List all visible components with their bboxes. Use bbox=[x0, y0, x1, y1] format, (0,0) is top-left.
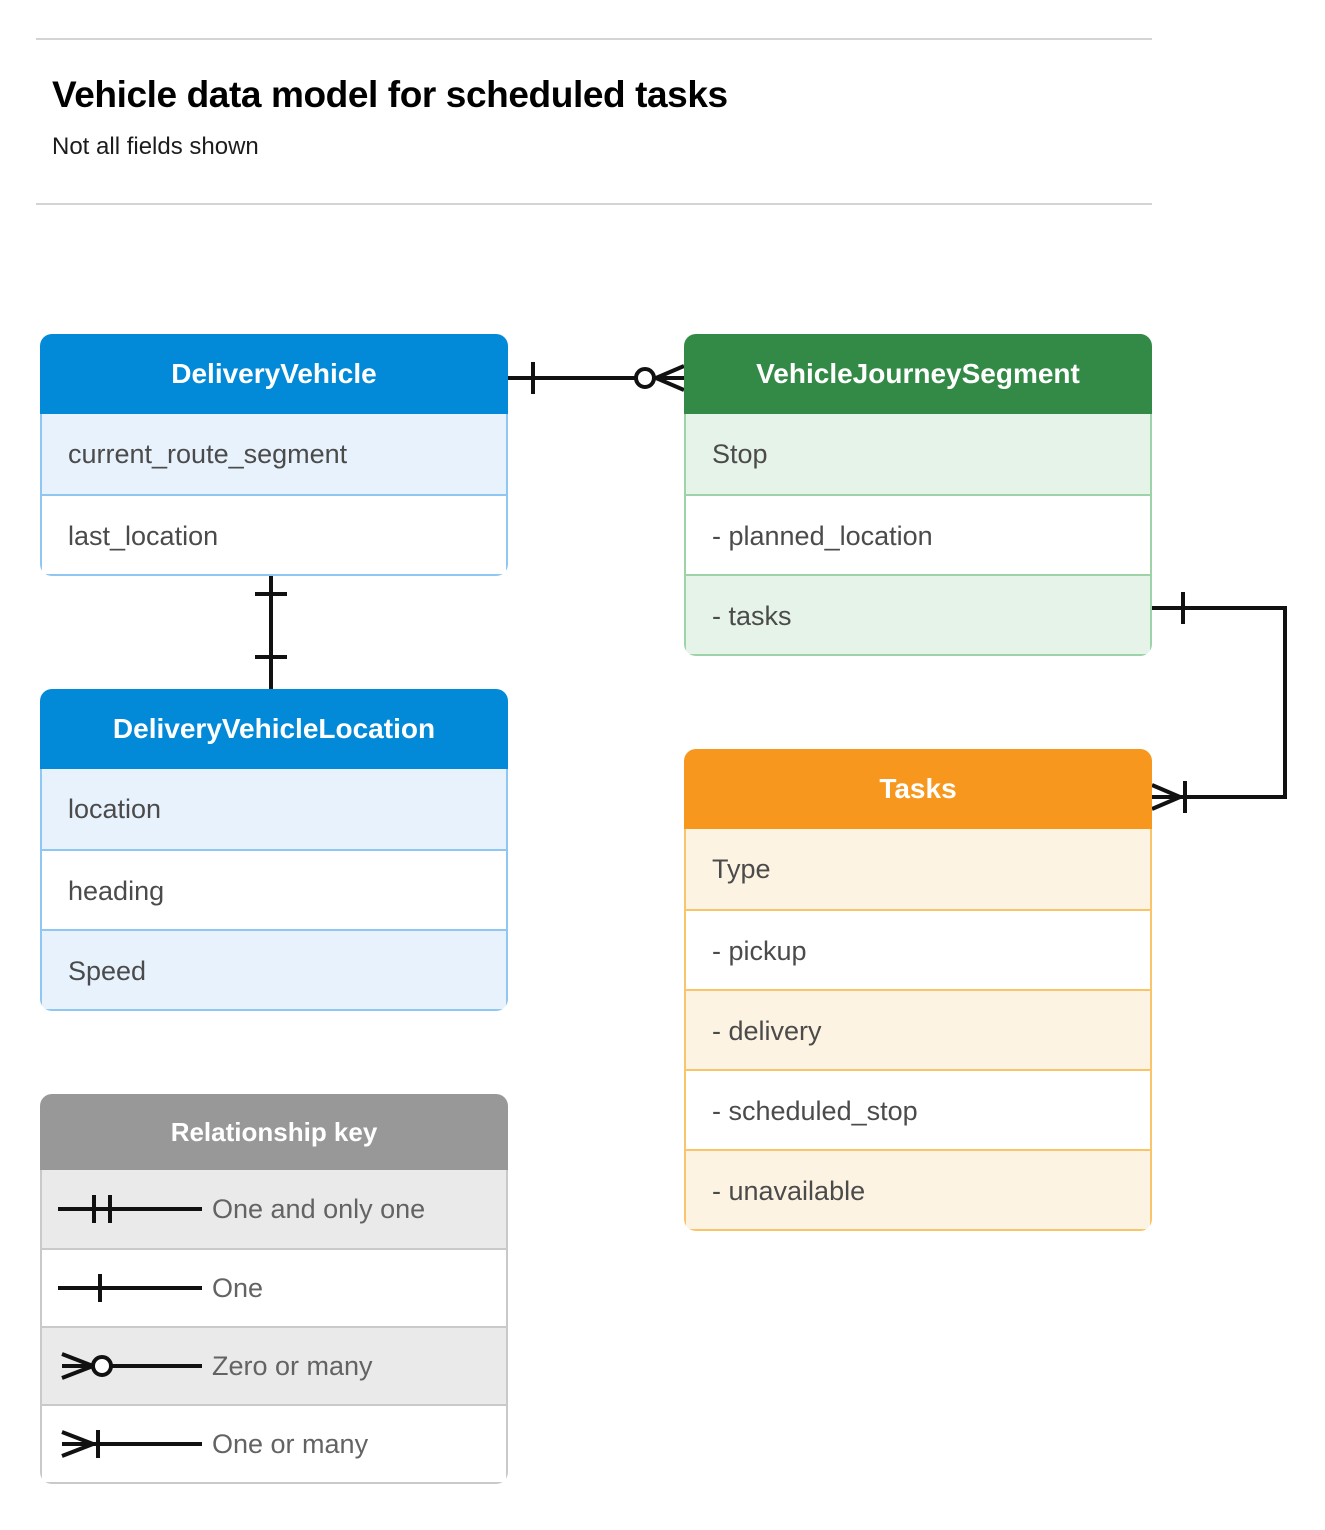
entity-tasks[interactable]: Tasks Type - pickup - delivery - schedul… bbox=[684, 749, 1152, 1231]
entity-header-tasks: Tasks bbox=[684, 749, 1152, 829]
cardinality-zero-circle-journey bbox=[634, 367, 656, 389]
entity-delivery-vehicle[interactable]: DeliveryVehicle current_route_segment la… bbox=[40, 334, 508, 576]
entity-field-stop: Stop bbox=[686, 414, 1150, 494]
entity-field-tasks: - tasks bbox=[686, 574, 1150, 654]
entity-field-speed: Speed bbox=[42, 929, 506, 1009]
legend-item-one-or-many: One or many bbox=[42, 1404, 506, 1482]
one-icon bbox=[42, 1268, 212, 1308]
entity-field-unavailable: - unavailable bbox=[686, 1149, 1150, 1229]
crowsfoot-tasks-b bbox=[1151, 795, 1181, 811]
page-title: Vehicle data model for scheduled tasks bbox=[52, 74, 728, 115]
entity-rows-delivery-vehicle-location: location heading Speed bbox=[40, 769, 508, 1011]
one-or-many-icon bbox=[42, 1424, 212, 1464]
entity-delivery-vehicle-location[interactable]: DeliveryVehicleLocation location heading… bbox=[40, 689, 508, 1011]
header-divider-bottom bbox=[36, 203, 1152, 205]
entity-field-location: location bbox=[42, 769, 506, 849]
entity-vehicle-journey-segment[interactable]: VehicleJourneySegment Stop - planned_loc… bbox=[684, 334, 1152, 656]
legend-label-zero-or-many: Zero or many bbox=[212, 1350, 373, 1381]
entity-field-type: Type bbox=[686, 829, 1150, 909]
crowsfoot-journey-b bbox=[655, 376, 685, 392]
entity-rows-tasks: Type - pickup - delivery - scheduled_sto… bbox=[684, 829, 1152, 1231]
entity-field-delivery: - delivery bbox=[686, 989, 1150, 1069]
entity-field-planned-location: - planned_location bbox=[686, 494, 1150, 574]
legend-title: Relationship key bbox=[40, 1094, 508, 1170]
legend-rows: One and only one One bbox=[40, 1170, 508, 1484]
entity-field-heading: heading bbox=[42, 849, 506, 929]
header-divider-top bbox=[36, 38, 1152, 40]
entity-field-scheduled-stop: - scheduled_stop bbox=[686, 1069, 1150, 1149]
legend-item-one: One bbox=[42, 1248, 506, 1326]
legend-label-one: One bbox=[212, 1272, 264, 1303]
legend-item-one-and-only-one: One and only one bbox=[42, 1170, 506, 1248]
entity-field-current-route-segment: current_route_segment bbox=[42, 414, 506, 494]
legend-item-zero-or-many: Zero or many bbox=[42, 1326, 506, 1404]
entity-header-vehicle-journey-segment: VehicleJourneySegment bbox=[684, 334, 1152, 414]
entity-field-last-location: last_location bbox=[42, 494, 506, 574]
legend-label-one-and-only-one: One and only one bbox=[212, 1193, 426, 1224]
entity-field-pickup: - pickup bbox=[686, 909, 1150, 989]
entity-rows-vehicle-journey-segment: Stop - planned_location - tasks bbox=[684, 414, 1152, 656]
zero-or-many-icon bbox=[42, 1346, 212, 1386]
crowsfoot-tasks-a bbox=[1151, 783, 1181, 799]
connector-line-journey-to-tasks bbox=[1152, 606, 1287, 799]
relationship-key-legend[interactable]: Relationship key One and only one bbox=[40, 1094, 508, 1484]
entity-rows-delivery-vehicle: current_route_segment last_location bbox=[40, 414, 508, 576]
legend-label-one-or-many: One or many bbox=[212, 1428, 369, 1459]
entity-header-delivery-vehicle-location: DeliveryVehicleLocation bbox=[40, 689, 508, 769]
one-and-only-one-icon bbox=[42, 1189, 212, 1229]
crowsfoot-journey-a bbox=[655, 364, 685, 380]
entity-header-delivery-vehicle: DeliveryVehicle bbox=[40, 334, 508, 414]
page-subtitle: Not all fields shown bbox=[52, 133, 259, 160]
